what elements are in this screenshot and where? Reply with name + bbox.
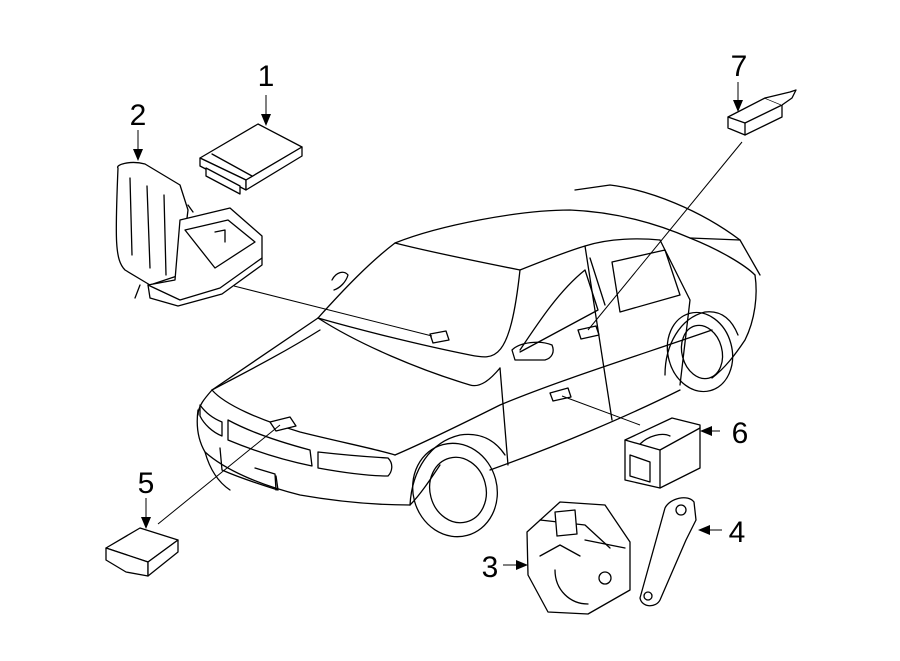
marker-pad-rear-door: [577, 325, 600, 340]
callout-arrows: [133, 82, 743, 570]
part-1-control-module: [199, 123, 303, 195]
part-3-sensor-housing: [526, 501, 631, 615]
part-4-bracket: [639, 497, 697, 607]
callout-2: 2: [130, 99, 147, 132]
callout-numbers: 1 2 3 4 5 6 7: [130, 50, 749, 584]
part-7-sensor-connector: [727, 89, 797, 136]
marker-pad-windshield: [429, 330, 450, 344]
part-6-sensor: [624, 417, 701, 489]
leader-lines: [157, 141, 743, 525]
callout-4: 4: [729, 516, 746, 549]
callout-5: 5: [138, 467, 155, 500]
part-5-module-box: [105, 527, 179, 577]
callout-1: 1: [258, 60, 275, 93]
callout-7: 7: [731, 50, 748, 83]
callout-3: 3: [482, 551, 499, 584]
car-illustration: [196, 184, 761, 538]
part-2-relay-box: [115, 161, 263, 307]
callout-6: 6: [732, 417, 749, 450]
marker-pad-front-door: [549, 387, 572, 402]
